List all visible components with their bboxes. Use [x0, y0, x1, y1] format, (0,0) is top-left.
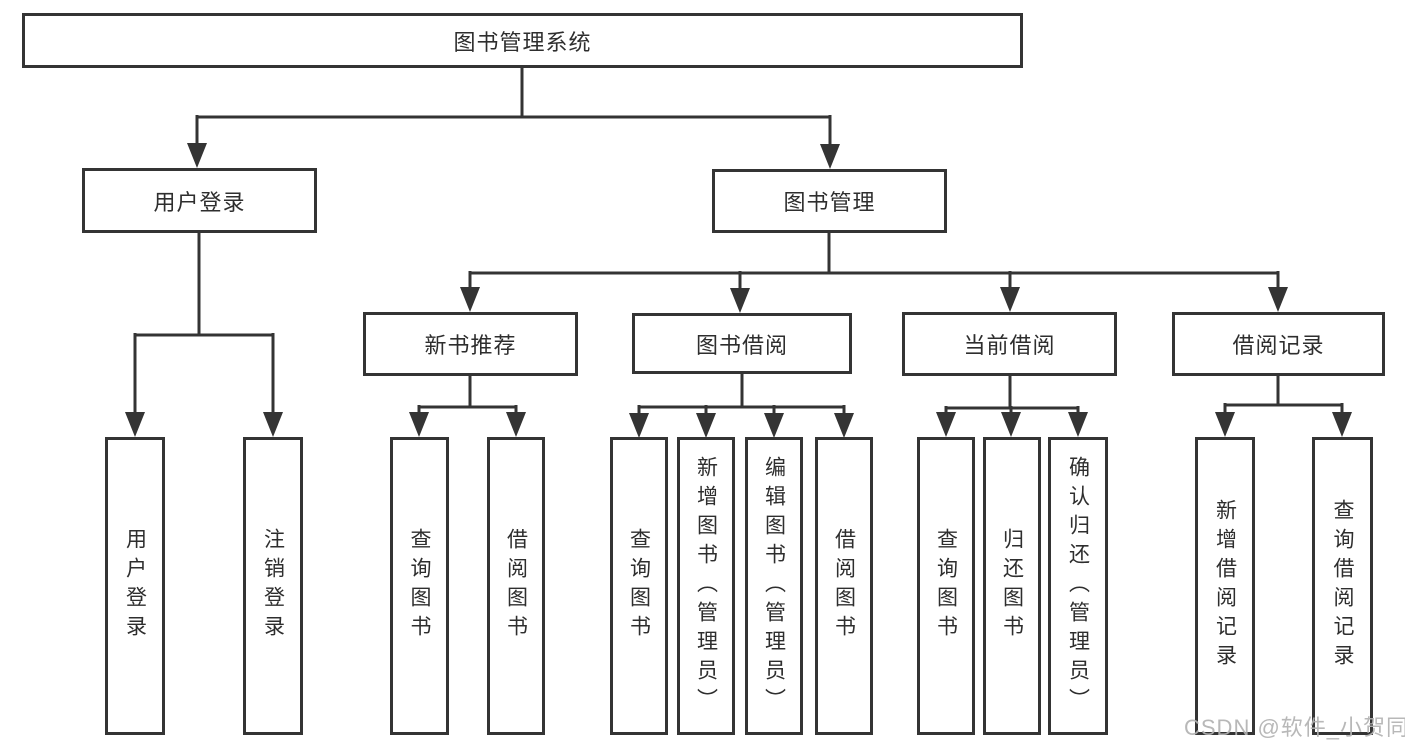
- watermark: CSDN @软件_小贺同学: [1184, 715, 1405, 740]
- arrowhead-icon: [629, 413, 649, 438]
- connector-new-book: [417, 376, 518, 422]
- connector-root: [195, 68, 832, 150]
- node-leaf-newbook-borrow: 借阅图书: [487, 437, 545, 735]
- arrowhead-icon: [1000, 287, 1020, 312]
- node-book-borrow: 图书借阅: [632, 313, 852, 374]
- node-leaf-newbook-query: 查询图书: [390, 437, 449, 735]
- node-leaf-borrow-borrow: 借阅图书: [815, 437, 873, 735]
- node-leaf-current-confirm: 确认归还（管理员）: [1048, 437, 1108, 735]
- connector-borrow-record: [1223, 376, 1344, 422]
- arrowhead-icon: [764, 413, 784, 438]
- connector-book-mgmt: [468, 233, 1280, 296]
- connector-user-login: [133, 232, 275, 420]
- node-leaf-record-add: 新增借阅记录: [1195, 437, 1255, 735]
- arrowhead-icon: [1215, 412, 1235, 437]
- arrowhead-icon: [263, 412, 283, 437]
- arrowhead-icon: [125, 412, 145, 437]
- node-root: 图书管理系统: [22, 13, 1023, 68]
- arrowheads: [125, 143, 1352, 438]
- arrowhead-icon: [1068, 412, 1088, 437]
- node-book-mgmt: 图书管理: [712, 169, 947, 233]
- arrowhead-icon: [820, 144, 840, 169]
- arrowhead-icon: [1268, 287, 1288, 312]
- arrowhead-icon: [936, 412, 956, 437]
- arrowhead-icon: [834, 413, 854, 438]
- node-leaf-borrow-add: 新增图书（管理员）: [677, 437, 735, 735]
- node-leaf-borrow-query: 查询图书: [610, 437, 668, 735]
- arrowhead-icon: [730, 288, 750, 313]
- node-leaf-borrow-edit: 编辑图书（管理员）: [745, 437, 803, 735]
- node-leaf-current-return: 归还图书: [983, 437, 1041, 735]
- node-leaf-user-login: 用户登录: [105, 437, 165, 735]
- arrowhead-icon: [460, 287, 480, 312]
- node-leaf-current-query: 查询图书: [917, 437, 975, 735]
- node-borrow-record: 借阅记录: [1172, 312, 1385, 376]
- arrowhead-icon: [409, 412, 429, 437]
- arrowhead-icon: [696, 413, 716, 438]
- node-new-book: 新书推荐: [363, 312, 578, 376]
- arrowhead-icon: [506, 412, 526, 437]
- arrowhead-icon: [1001, 412, 1021, 437]
- node-user-login: 用户登录: [82, 168, 317, 233]
- node-leaf-record-query: 查询借阅记录: [1312, 437, 1373, 735]
- arrowhead-icon: [1332, 412, 1352, 437]
- node-current-borrow: 当前借阅: [902, 312, 1117, 376]
- connector-book-borrow: [637, 374, 846, 422]
- arrowhead-icon: [187, 143, 207, 168]
- node-leaf-logout: 注销登录: [243, 437, 303, 735]
